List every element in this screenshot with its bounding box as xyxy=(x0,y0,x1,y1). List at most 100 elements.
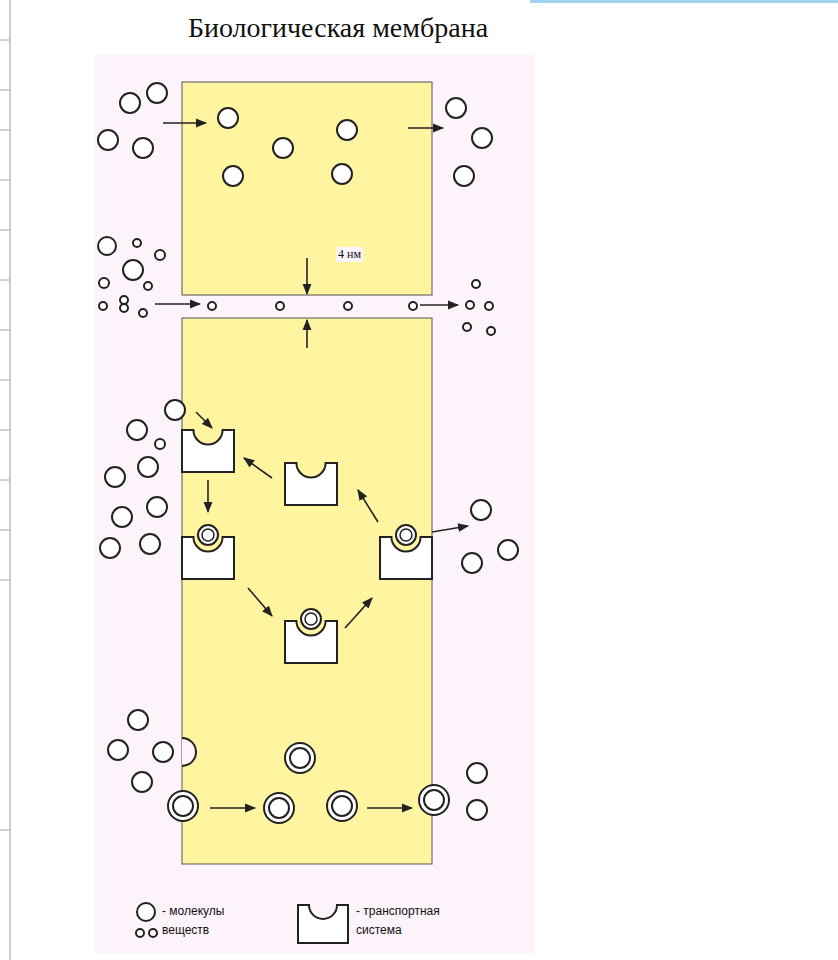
vesicle xyxy=(264,793,294,823)
bound-molecule xyxy=(301,609,321,629)
flow-arrow xyxy=(163,122,206,124)
flow-arrow xyxy=(210,807,255,809)
molecule xyxy=(147,83,167,103)
vesicle-cargo xyxy=(290,748,310,768)
flow-arrow xyxy=(244,458,272,478)
flow-arrow xyxy=(207,480,209,512)
molecule xyxy=(128,710,148,730)
flow-arrow xyxy=(196,412,212,428)
molecule xyxy=(153,742,173,762)
molecule xyxy=(467,800,487,820)
bound-molecule xyxy=(396,525,416,545)
panel-ground xyxy=(95,55,535,953)
molecule xyxy=(139,309,147,317)
molecule xyxy=(120,296,128,304)
molecule xyxy=(487,327,495,335)
frame-tick xyxy=(0,380,10,381)
frame-tick xyxy=(0,480,10,481)
molecule xyxy=(133,138,153,158)
molecule xyxy=(273,138,293,158)
molecule xyxy=(498,540,518,560)
molecule xyxy=(223,166,243,186)
flow-arrow xyxy=(358,490,378,522)
vesicle xyxy=(285,743,315,773)
bound-molecule xyxy=(202,529,214,541)
flow-arrow xyxy=(306,258,308,294)
molecule xyxy=(147,497,167,517)
molecule xyxy=(462,553,482,573)
vesicle xyxy=(419,785,449,815)
molecule xyxy=(100,538,120,558)
flow-arrow xyxy=(420,304,458,306)
molecule xyxy=(140,534,160,554)
molecule xyxy=(108,740,128,760)
flow-arrow xyxy=(408,127,443,129)
molecule xyxy=(133,239,141,247)
flow-arrow xyxy=(306,320,308,348)
legend-text: - транспортная система xyxy=(356,902,466,940)
flow-arrow xyxy=(248,588,272,616)
molecule xyxy=(99,278,109,288)
frame-tick xyxy=(0,430,10,431)
vesicle-cargo xyxy=(173,796,193,816)
molecule xyxy=(446,98,466,118)
frame-tick xyxy=(0,90,10,91)
flow-arrow xyxy=(432,526,468,532)
top-bar xyxy=(530,0,838,3)
molecule xyxy=(467,763,487,783)
molecule xyxy=(138,457,158,477)
molecule xyxy=(127,420,147,440)
flow-arrow xyxy=(345,598,372,628)
molecule xyxy=(120,304,128,312)
frame-tick xyxy=(0,280,10,281)
frame-tick xyxy=(0,130,10,131)
molecule xyxy=(332,164,352,184)
vesicle xyxy=(168,791,198,821)
frame-tick xyxy=(0,40,10,41)
molecule xyxy=(144,282,152,290)
molecule xyxy=(155,250,165,260)
molecule xyxy=(112,507,132,527)
bound-molecule xyxy=(305,613,317,625)
invagination xyxy=(182,738,196,766)
bound-molecule xyxy=(198,525,218,545)
molecule xyxy=(123,260,143,280)
membrane-layer xyxy=(182,82,432,295)
molecule xyxy=(485,302,493,310)
carrier-shape xyxy=(182,430,234,472)
molecule xyxy=(99,302,107,310)
molecule xyxy=(120,93,140,113)
flow-arrow xyxy=(367,807,412,809)
frame-tick xyxy=(0,330,10,331)
molecule xyxy=(105,467,125,487)
bound-molecule xyxy=(400,529,412,541)
molecule xyxy=(466,301,474,309)
molecule xyxy=(463,323,471,331)
molecule xyxy=(344,302,352,310)
molecule xyxy=(409,302,417,310)
frame-tick xyxy=(0,180,10,181)
legend-sample xyxy=(137,903,155,921)
frame-tick xyxy=(0,580,10,581)
title: Биологическая мембрана xyxy=(188,12,488,44)
molecule xyxy=(472,280,480,288)
frame-tick xyxy=(0,830,10,831)
molecule xyxy=(165,400,185,420)
membrane-layer xyxy=(182,318,432,864)
molecule xyxy=(472,128,492,148)
molecule xyxy=(132,772,152,792)
vesicle xyxy=(327,791,357,821)
molecule xyxy=(98,130,118,150)
vesicle-cargo xyxy=(269,798,289,818)
molecule xyxy=(218,108,238,128)
flow-arrow xyxy=(155,303,200,305)
frame-tick xyxy=(0,530,10,531)
dimension-label: 4 нм xyxy=(336,247,363,262)
legend-sample xyxy=(149,929,157,937)
carrier-shape xyxy=(285,463,337,505)
molecule xyxy=(155,439,165,449)
molecule xyxy=(208,302,216,310)
molecule xyxy=(337,120,357,140)
vesicle-cargo xyxy=(332,796,352,816)
